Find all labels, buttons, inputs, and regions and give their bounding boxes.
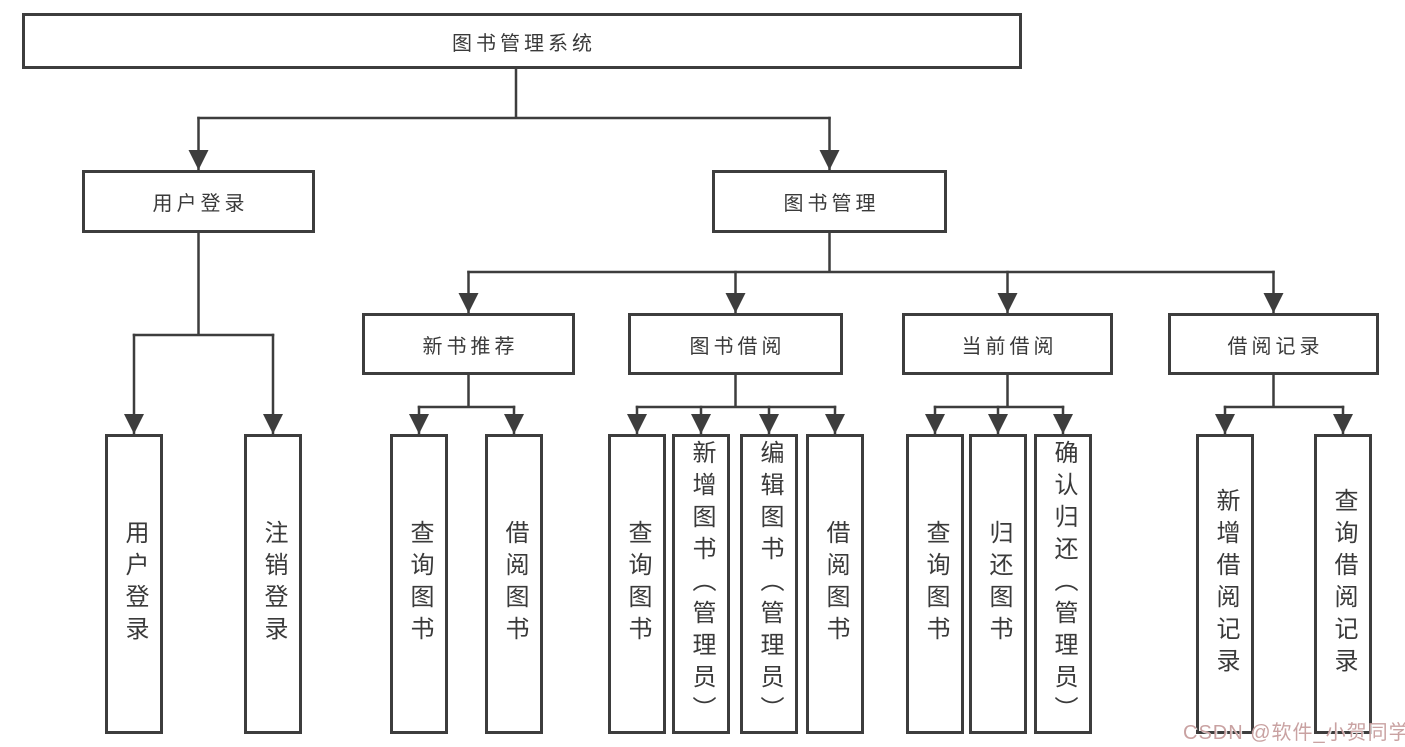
node-current: 当前借阅: [902, 313, 1113, 375]
node-borrow-query: 查询图书: [608, 434, 666, 734]
node-label-current-query: 查询图书: [922, 520, 949, 648]
connector-bus-borrow: [635, 373, 837, 409]
node-newrec-query: 查询图书: [390, 434, 448, 734]
node-label-newrec: 新书推荐: [422, 335, 519, 358]
node-login: 用户登录: [82, 170, 315, 233]
connector-bus-login: [132, 231, 275, 337]
node-borrow-add: 新增图书（管理员）: [672, 434, 730, 734]
node-label-borrow-add: 新增图书（管理员）: [688, 440, 715, 728]
node-label-current-return: 归还图书: [985, 520, 1012, 648]
node-borrow-edit: 编辑图书（管理员）: [740, 434, 798, 734]
node-label-record-add: 新增借阅记录: [1212, 488, 1239, 680]
node-label-borrow-borrow: 借阅图书: [822, 520, 849, 648]
node-label-record: 借阅记录: [1227, 335, 1324, 358]
connector-bus-current: [933, 373, 1065, 409]
node-current-return: 归还图书: [969, 434, 1027, 734]
node-borrow-borrow: 借阅图书: [806, 434, 864, 734]
node-label-borrow-query: 查询图书: [624, 520, 651, 648]
csdn-watermark: CSDN @软件_小贺同学: [1183, 722, 1405, 744]
node-label-borrow-edit: 编辑图书（管理员）: [756, 440, 783, 728]
node-record-query: 查询借阅记录: [1314, 434, 1372, 734]
node-borrow: 图书借阅: [628, 313, 843, 375]
node-label-login-user: 用户登录: [121, 520, 148, 648]
node-label-newrec-query: 查询图书: [406, 520, 433, 648]
node-record-add: 新增借阅记录: [1196, 434, 1254, 734]
connector-bus-root: [197, 67, 831, 120]
connector-bus-mgmt: [467, 231, 1275, 274]
node-label-current: 当前借阅: [961, 335, 1058, 358]
node-mgmt: 图书管理: [712, 170, 947, 233]
node-newrec: 新书推荐: [362, 313, 575, 375]
connector-bus-newrec: [417, 373, 516, 409]
node-record: 借阅记录: [1168, 313, 1379, 375]
node-current-confirm: 确认归还（管理员）: [1034, 434, 1092, 734]
node-current-query: 查询图书: [906, 434, 964, 734]
node-label-login-logout: 注销登录: [260, 520, 287, 648]
node-login-user: 用户登录: [105, 434, 163, 734]
node-label-mgmt: 图书管理: [783, 193, 880, 215]
node-label-root: 图书管理系统: [452, 32, 596, 55]
node-label-login: 用户登录: [152, 193, 249, 215]
connector-bus-record: [1223, 373, 1345, 409]
node-newrec-borrow: 借阅图书: [485, 434, 543, 734]
node-login-logout: 注销登录: [244, 434, 302, 734]
node-label-current-confirm: 确认归还（管理员）: [1050, 440, 1077, 728]
node-label-newrec-borrow: 借阅图书: [501, 520, 528, 648]
node-label-record-query: 查询借阅记录: [1330, 488, 1357, 680]
node-root: 图书管理系统: [22, 13, 1022, 69]
node-label-borrow: 图书借阅: [689, 335, 786, 358]
